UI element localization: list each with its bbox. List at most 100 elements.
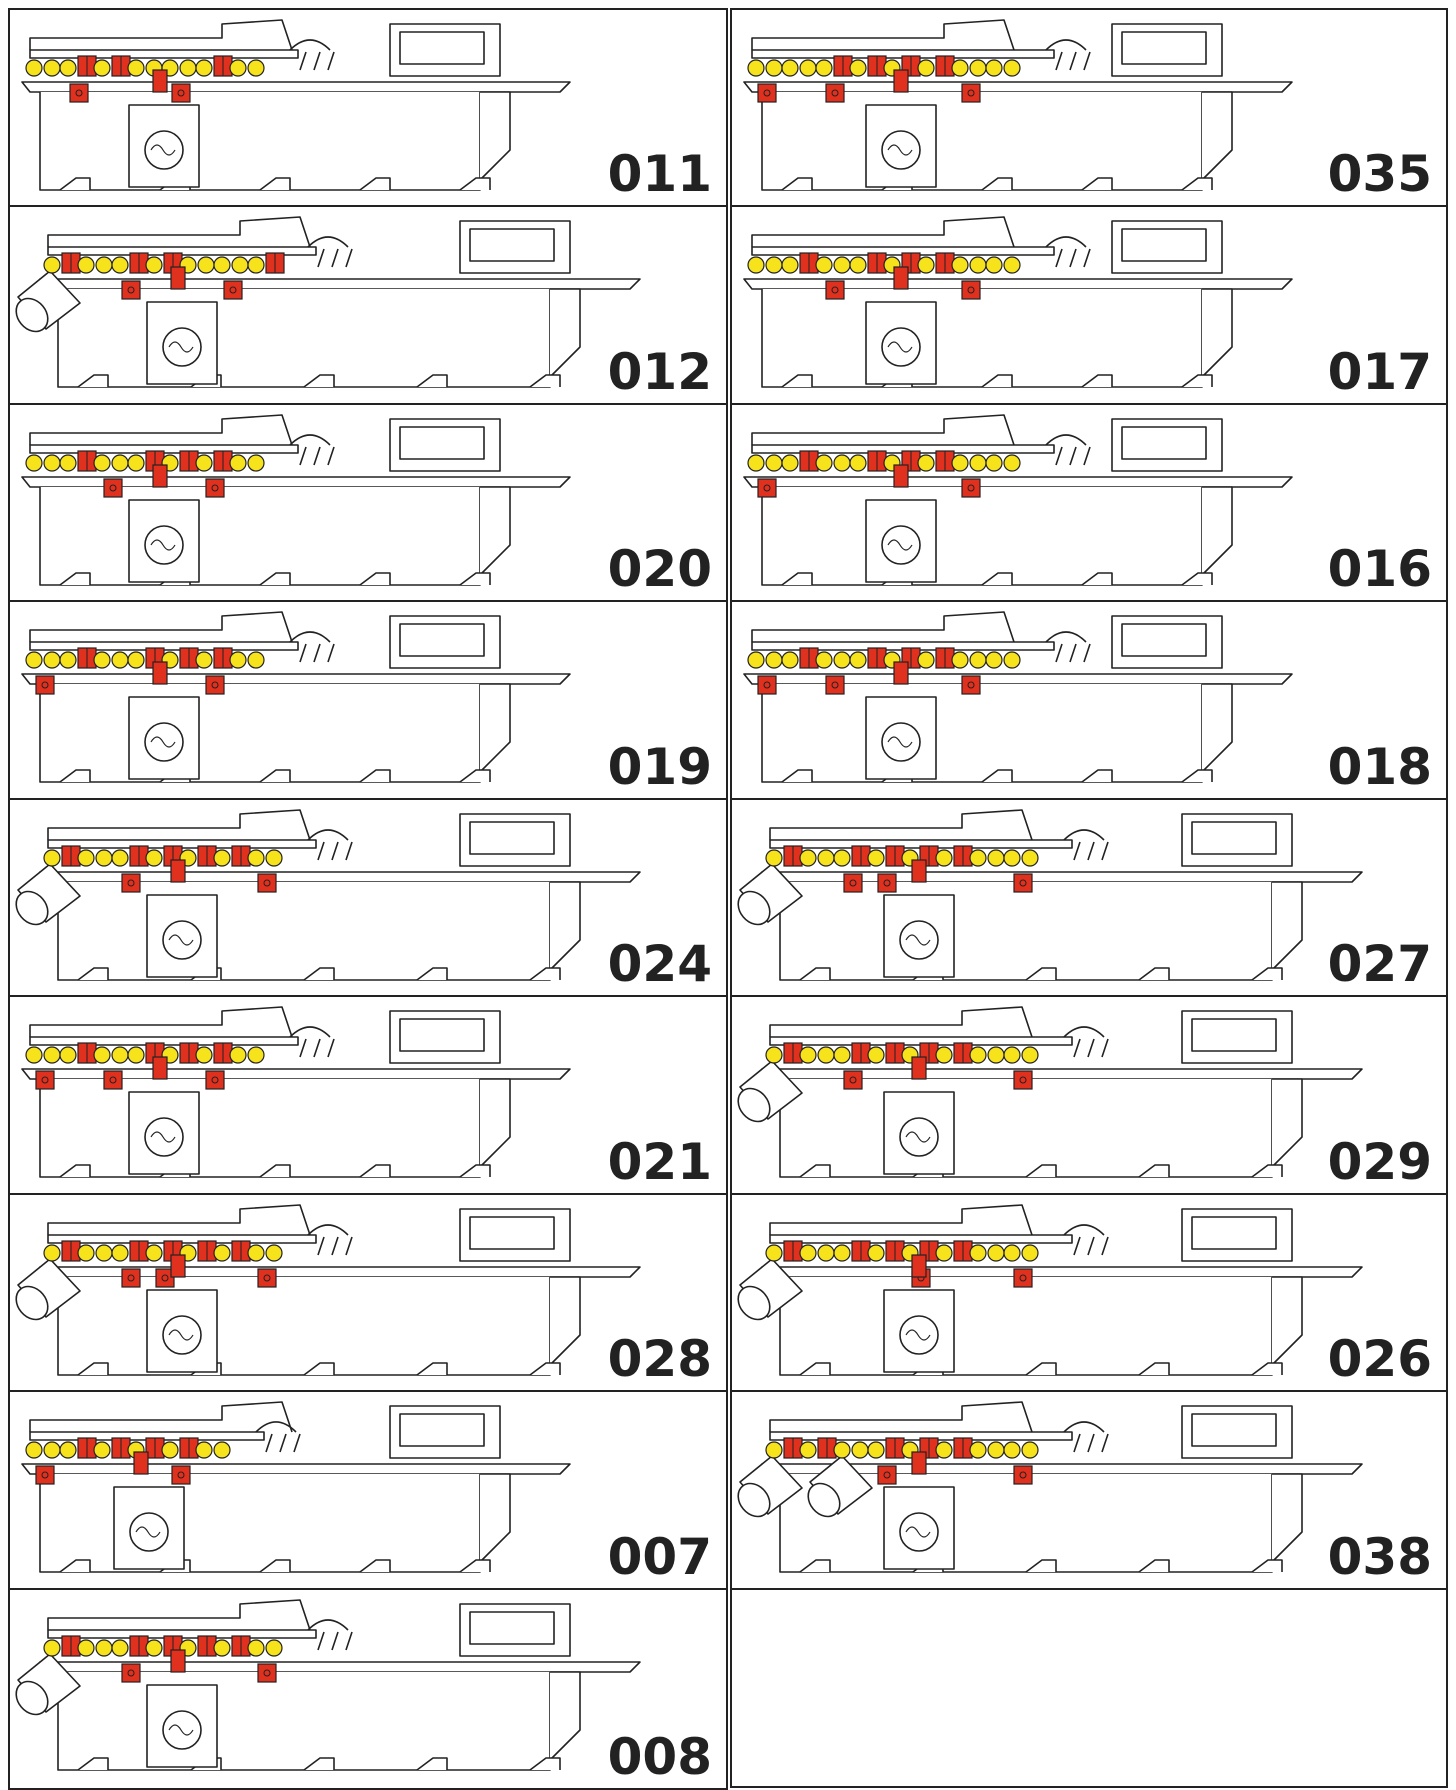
lower-spindle-head [205, 675, 225, 695]
moulder-machine-diagram [743, 216, 1293, 388]
lower-spindle-head [257, 873, 277, 893]
yellow-roll [1003, 1046, 1021, 1064]
yellow-roll [815, 651, 833, 669]
yellow-roll [849, 256, 867, 274]
yellow-roll [59, 1441, 77, 1459]
yellow-roll [213, 256, 231, 274]
lower-spindle-head [1013, 1070, 1033, 1090]
yellow-roll [765, 651, 783, 669]
configuration-code: 028 [607, 1330, 712, 1388]
moulder-machine-diagram [743, 19, 1293, 191]
configuration-cell: 019 [8, 600, 728, 800]
yellow-roll [247, 1046, 265, 1064]
yellow-roll [111, 1244, 129, 1262]
yellow-roll [59, 454, 77, 472]
yellow-roll [1003, 1244, 1021, 1262]
yellow-roll [197, 256, 215, 274]
yellow-roll [867, 849, 885, 867]
yellow-roll [849, 454, 867, 472]
lower-spindle-head [961, 478, 981, 498]
yellow-roll [43, 651, 61, 669]
yellow-roll [95, 1639, 113, 1657]
yellow-roll [93, 1441, 111, 1459]
yellow-roll [213, 1244, 231, 1262]
yellow-roll [849, 59, 867, 77]
yellow-roll [849, 651, 867, 669]
moulder-machine-diagram [743, 611, 1293, 783]
moulder-machine-diagram [21, 19, 571, 191]
yellow-roll [969, 59, 987, 77]
configuration-code: 017 [1327, 343, 1432, 401]
yellow-roll [747, 651, 765, 669]
configuration-cell: 026 [730, 1193, 1448, 1392]
yellow-roll [25, 1046, 43, 1064]
moulder-machine-diagram [15, 809, 641, 981]
lower-spindle-head [877, 1465, 897, 1485]
configuration-cell: 038 [730, 1390, 1448, 1590]
yellow-roll [161, 1441, 179, 1459]
yellow-roll [93, 651, 111, 669]
yellow-roll [969, 1244, 987, 1262]
moulder-machine-diagram [737, 809, 1363, 981]
yellow-roll [195, 1441, 213, 1459]
yellow-roll [195, 1046, 213, 1064]
yellow-roll [229, 651, 247, 669]
yellow-roll [867, 1046, 885, 1064]
yellow-roll [985, 651, 1003, 669]
yellow-roll [25, 454, 43, 472]
lower-spindle-head [205, 478, 225, 498]
yellow-roll [799, 849, 817, 867]
yellow-roll [817, 1046, 835, 1064]
yellow-roll [179, 59, 197, 77]
yellow-roll [1003, 59, 1021, 77]
configuration-cell: 024 [8, 798, 728, 997]
yellow-roll [111, 651, 129, 669]
configuration-code: 018 [1327, 738, 1432, 796]
configuration-code: 038 [1327, 1528, 1432, 1586]
lower-spindle-head [223, 280, 243, 300]
yellow-roll [833, 256, 851, 274]
yellow-roll [781, 59, 799, 77]
moulder-machine-diagram [15, 1204, 641, 1376]
yellow-roll [985, 256, 1003, 274]
configuration-cell: 020 [8, 403, 728, 602]
yellow-roll [43, 1244, 61, 1262]
vertical-spindle [170, 266, 186, 290]
vertical-spindle [133, 1451, 149, 1475]
vertical-spindle [911, 859, 927, 883]
yellow-roll [765, 59, 783, 77]
yellow-roll [93, 1046, 111, 1064]
yellow-roll [969, 1046, 987, 1064]
yellow-roll [247, 256, 265, 274]
yellow-roll [799, 59, 817, 77]
yellow-roll [765, 849, 783, 867]
yellow-roll [833, 849, 851, 867]
vertical-spindle [152, 1056, 168, 1080]
moulder-machine-diagram [21, 1006, 571, 1178]
yellow-roll [1021, 1046, 1039, 1064]
vertical-spindle [170, 859, 186, 883]
moulder-machine-diagram [743, 414, 1293, 586]
yellow-roll [917, 454, 935, 472]
vertical-spindle [893, 69, 909, 93]
configuration-cell: 027 [730, 798, 1448, 997]
yellow-roll [917, 256, 935, 274]
yellow-roll [833, 1441, 851, 1459]
yellow-roll [247, 1639, 265, 1657]
yellow-roll [25, 651, 43, 669]
yellow-roll [765, 1244, 783, 1262]
lower-spindle-head [121, 1268, 141, 1288]
yellow-roll [247, 849, 265, 867]
yellow-roll [145, 849, 163, 867]
yellow-roll [817, 849, 835, 867]
yellow-roll [1003, 1441, 1021, 1459]
yellow-roll [799, 1244, 817, 1262]
lower-spindle-head [35, 675, 55, 695]
yellow-roll [247, 454, 265, 472]
yellow-roll [969, 454, 987, 472]
configuration-cell: 007 [8, 1390, 728, 1590]
configuration-cell: 029 [730, 995, 1448, 1195]
yellow-roll [747, 59, 765, 77]
yellow-roll [43, 1046, 61, 1064]
